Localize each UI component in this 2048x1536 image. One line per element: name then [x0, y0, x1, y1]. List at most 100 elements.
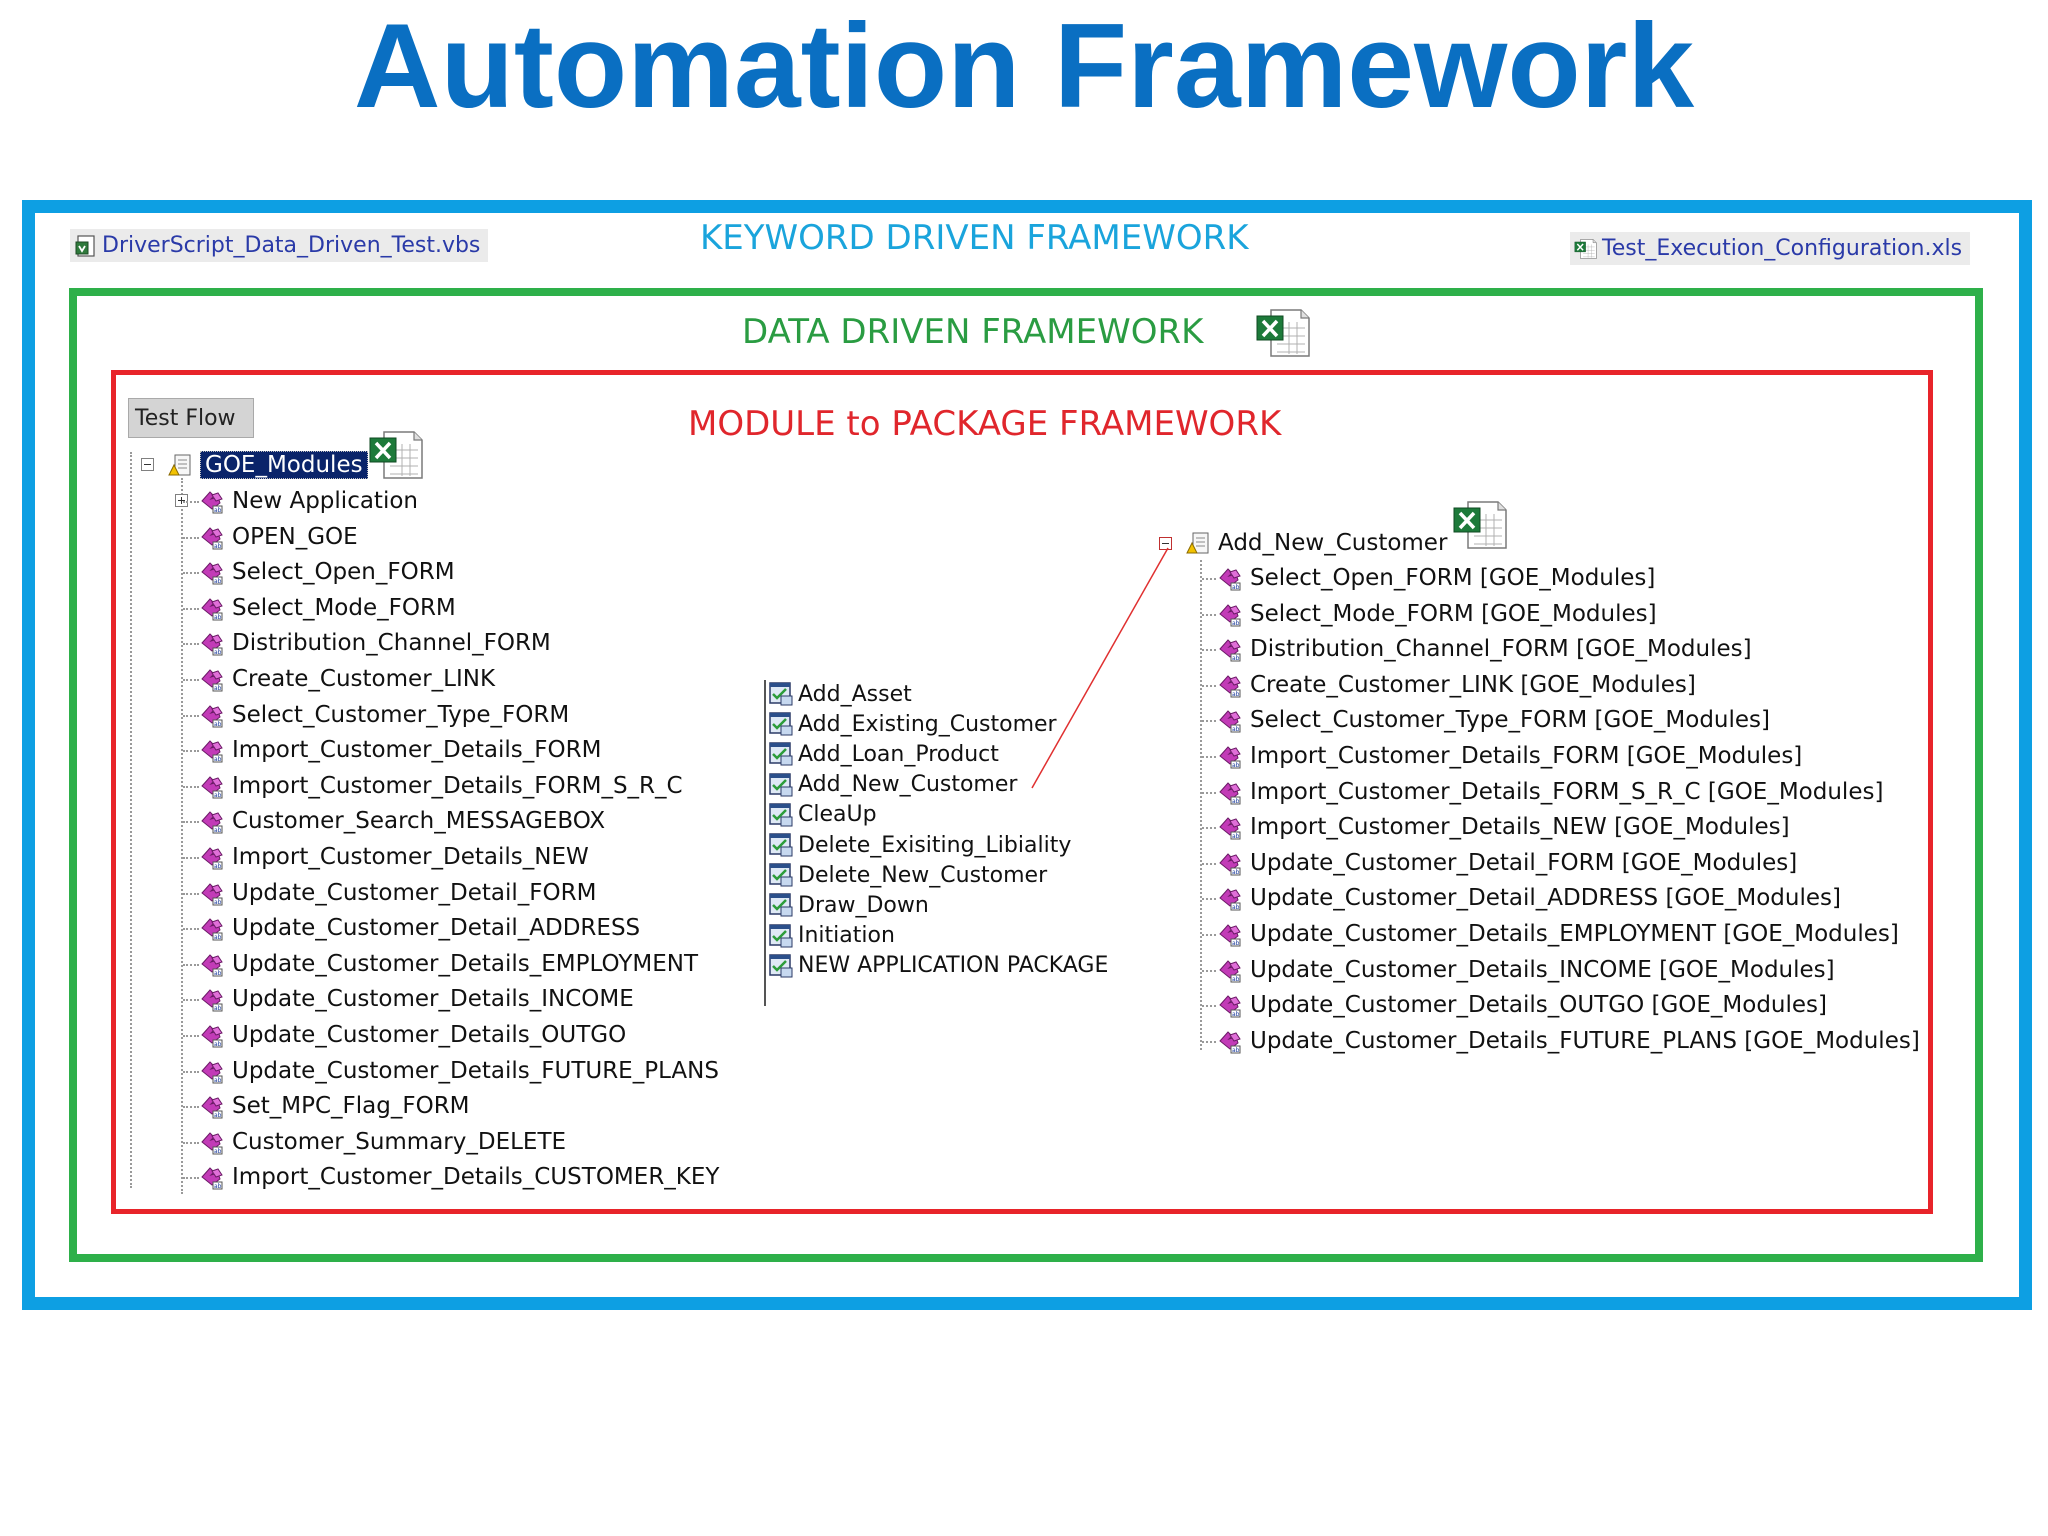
tree-item[interactable]: Import_Customer_Details_CUSTOMER_KEY — [198, 1160, 719, 1194]
package-item-label: Add_Existing_Customer — [798, 711, 1057, 737]
test-flow-root-icon — [166, 451, 194, 479]
package-tree-item-label: Update_Customer_Detail_FORM [GOE_Modules… — [1250, 849, 1798, 876]
tree-root-add-new-customer[interactable]: Add_New_Customer — [1184, 526, 1447, 560]
package-tree-item[interactable]: Select_Mode_FORM [GOE_Modules] — [1216, 597, 1657, 631]
package-tree-item[interactable]: Import_Customer_Details_NEW [GOE_Modules… — [1216, 810, 1790, 844]
package-item[interactable]: CleaUp — [768, 801, 877, 829]
collapse-add-new-customer-icon[interactable] — [1159, 537, 1172, 550]
package-item-label: CleaUp — [798, 802, 877, 828]
package-tree-item[interactable]: Update_Customer_Details_FUTURE_PLANS [GO… — [1216, 1024, 1920, 1058]
tree-branch-line — [183, 1177, 199, 1180]
package-item[interactable]: Add_New_Customer — [768, 771, 1017, 799]
package-tree-item[interactable]: Update_Customer_Details_EMPLOYMENT [GOE_… — [1216, 917, 1899, 951]
tree-item[interactable]: Select_Open_FORM — [198, 555, 455, 589]
tree-item[interactable]: Update_Customer_Details_EMPLOYMENT — [198, 947, 698, 981]
data-framework-label: DATA DRIVEN FRAMEWORK — [742, 312, 1204, 352]
tree-item[interactable]: Customer_Summary_DELETE — [198, 1125, 566, 1159]
package-item[interactable]: Delete_New_Customer — [768, 861, 1047, 889]
tree-item[interactable]: Customer_Search_MESSAGEBOX — [198, 804, 605, 838]
tree-item[interactable]: Import_Customer_Details_FORM — [198, 733, 601, 767]
puzzle-action-icon — [198, 950, 226, 978]
tree-item[interactable]: Update_Customer_Detail_ADDRESS — [198, 911, 640, 945]
excel-icon-goe-modules — [368, 428, 426, 482]
package-tree-item[interactable]: Update_Customer_Detail_FORM [GOE_Modules… — [1216, 846, 1797, 880]
tree-item[interactable]: Set_MPC_Flag_FORM — [198, 1089, 470, 1123]
tree-item[interactable]: Select_Mode_FORM — [198, 591, 456, 625]
tree-branch-line — [183, 1070, 199, 1073]
package-item-label: Add_New_Customer — [798, 772, 1018, 798]
test-package-icon — [768, 772, 794, 798]
puzzle-action-icon — [198, 665, 226, 693]
tree-item[interactable]: Update_Customer_Details_OUTGO — [198, 1018, 626, 1052]
tree-branch-line — [183, 963, 199, 966]
puzzle-action-icon — [1216, 884, 1244, 912]
tree-item-label: Update_Customer_Details_INCOME — [232, 986, 634, 1013]
tree-item[interactable]: Select_Customer_Type_FORM — [198, 698, 569, 732]
package-item[interactable]: Initiation — [768, 922, 895, 950]
tree-item[interactable]: Import_Customer_Details_FORM_S_R_C — [198, 769, 683, 803]
puzzle-action-icon — [198, 1163, 226, 1191]
package-item[interactable]: Delete_Exisiting_Libiality — [768, 831, 1071, 859]
tree-branch-line — [1202, 649, 1216, 652]
package-item[interactable]: NEW APPLICATION PACKAGE — [768, 952, 1108, 980]
package-tree-item[interactable]: Distribution_Channel_FORM [GOE_Modules] — [1216, 632, 1752, 666]
package-item[interactable]: Add_Loan_Product — [768, 740, 999, 768]
tree-branch-line — [1202, 969, 1216, 972]
package-tree-item[interactable]: Select_Open_FORM [GOE_Modules] — [1216, 561, 1655, 595]
package-item[interactable]: Draw_Down — [768, 891, 929, 919]
tree-item[interactable]: Distribution_Channel_FORM — [198, 626, 551, 660]
test-package-icon — [768, 711, 794, 737]
module-framework-label: MODULE to PACKAGE FRAMEWORK — [688, 404, 1282, 444]
package-tree-item-label: Import_Customer_Details_NEW [GOE_Modules… — [1250, 814, 1790, 841]
tab-test-flow[interactable]: Test Flow — [128, 398, 254, 438]
puzzle-action-icon — [1216, 600, 1244, 628]
tree-root-goe-modules[interactable]: GOE_Modules — [166, 448, 368, 482]
test-package-icon — [768, 862, 794, 888]
tree-item-label: Select_Customer_Type_FORM — [232, 701, 570, 728]
tree-branch-line — [183, 536, 199, 539]
tree-item-label: Select_Open_FORM — [232, 559, 455, 586]
driver-script-file[interactable]: DriverScript_Data_Driven_Test.vbs — [70, 229, 489, 262]
package-tree-item[interactable]: Import_Customer_Details_FORM [GOE_Module… — [1216, 739, 1802, 773]
package-tree-item[interactable]: Select_Customer_Type_FORM [GOE_Modules] — [1216, 703, 1770, 737]
tree-item-label: Import_Customer_Details_CUSTOMER_KEY — [232, 1164, 720, 1191]
puzzle-action-icon — [1216, 849, 1244, 877]
config-file[interactable]: Test_Execution_Configuration.xls — [1570, 232, 1971, 265]
tree-branch-line — [1202, 613, 1216, 616]
module-package-framework-box — [111, 370, 1933, 1214]
tree-item[interactable]: New Application — [198, 484, 418, 518]
puzzle-action-icon — [198, 523, 226, 551]
package-tree-item[interactable]: Import_Customer_Details_FORM_S_R_C [GOE_… — [1216, 775, 1883, 809]
tree-branch-line — [183, 679, 199, 681]
puzzle-action-icon — [1216, 742, 1244, 770]
tree-root-label: GOE_Modules — [200, 451, 368, 479]
puzzle-action-icon — [1216, 671, 1244, 699]
tree-item-label: Update_Customer_Detail_ADDRESS — [232, 915, 641, 942]
expand-new-application-icon[interactable] — [175, 494, 188, 507]
package-item[interactable]: Add_Existing_Customer — [768, 710, 1057, 738]
puzzle-action-icon — [1216, 920, 1244, 948]
tree-item[interactable]: Import_Customer_Details_NEW — [198, 840, 589, 874]
tree-item[interactable]: Update_Customer_Detail_FORM — [198, 876, 596, 910]
collapse-root-icon[interactable] — [141, 458, 154, 471]
package-tree-item-label: Create_Customer_LINK [GOE_Modules] — [1250, 671, 1696, 698]
package-item[interactable]: Add_Asset — [768, 680, 912, 708]
package-tree-item[interactable]: Update_Customer_Detail_ADDRESS [GOE_Modu… — [1216, 881, 1841, 915]
tree-item[interactable]: OPEN_GOE — [198, 520, 358, 554]
tree-item-label: New Application — [232, 488, 418, 514]
tree-item[interactable]: Update_Customer_Details_FUTURE_PLANS — [198, 1054, 719, 1088]
tree-item[interactable]: Update_Customer_Details_INCOME — [198, 982, 634, 1016]
tree-branch-line — [183, 1106, 199, 1109]
package-tree-item[interactable]: Update_Customer_Details_INCOME [GOE_Modu… — [1216, 953, 1835, 987]
puzzle-action-icon — [198, 701, 226, 729]
right-tree-root-label: Add_New_Customer — [1218, 530, 1448, 556]
tree-item-label: OPEN_GOE — [232, 523, 358, 550]
package-tree-item[interactable]: Update_Customer_Details_OUTGO [GOE_Modul… — [1216, 988, 1827, 1022]
tree-branch-line — [183, 999, 199, 1002]
tree-branch-line — [1202, 827, 1216, 830]
package-tree-item-label: Distribution_Channel_FORM [GOE_Modules] — [1250, 636, 1752, 663]
tree-item[interactable]: Create_Customer_LINK — [198, 662, 495, 696]
tree-branch-line — [1202, 720, 1216, 723]
puzzle-action-icon — [198, 843, 226, 871]
package-tree-item[interactable]: Create_Customer_LINK [GOE_Modules] — [1216, 668, 1696, 702]
